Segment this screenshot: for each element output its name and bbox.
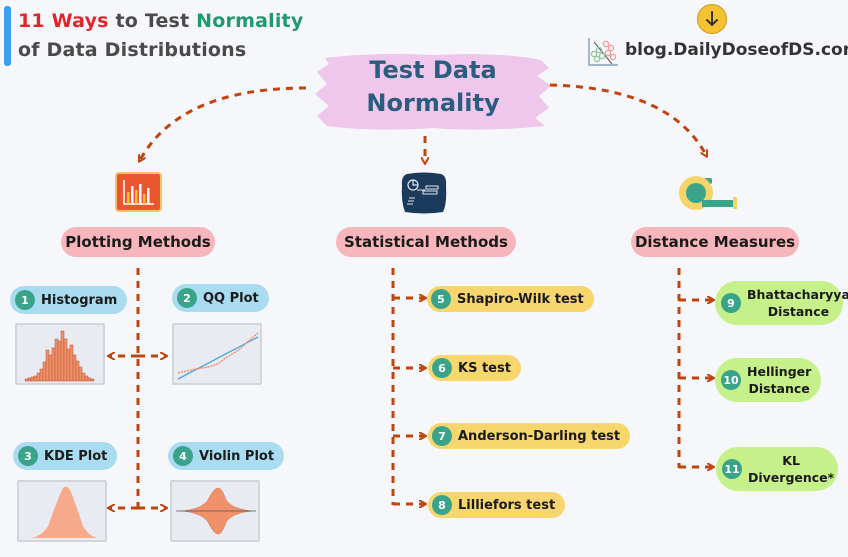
method-label-line1: Bhattacharyya: [747, 287, 848, 302]
method-label: Lilliefors test: [458, 497, 556, 513]
method-ks-test[interactable]: 6 KS test: [428, 355, 521, 381]
method-label-line2: Distance: [767, 304, 830, 319]
center-brush-blob: [315, 54, 551, 130]
category-statistical-methods[interactable]: Statistical Methods: [336, 227, 516, 257]
number-badge: 8: [432, 495, 452, 515]
title-mid: to Test: [108, 10, 197, 32]
page-title-line2: of Data Distributions: [18, 39, 247, 61]
title-accent-bar: [4, 6, 11, 66]
method-anderson-darling[interactable]: 7 Anderson-Darling test: [428, 423, 631, 449]
tape-measure-icon: [678, 175, 740, 211]
method-label: Violin Plot: [199, 448, 275, 464]
title-highlight: 11 Ways: [18, 10, 109, 32]
method-kde-plot[interactable]: 3 KDE Plot: [13, 442, 118, 470]
number-badge: 11: [722, 459, 742, 479]
method-label-line2: Distance: [748, 381, 810, 396]
method-shapiro-wilk[interactable]: 5 Shapiro-Wilk test: [427, 286, 594, 312]
brand-link[interactable]: blog.DailyDoseofDS.com: [625, 40, 848, 60]
number-badge: 3: [18, 446, 38, 466]
method-kl-divergence[interactable]: 11 KL Divergence*: [716, 447, 838, 491]
center-topic-line1: Test Data: [369, 56, 497, 84]
number-badge: 7: [432, 426, 452, 446]
number-badge: 1: [15, 290, 35, 310]
kde-plot-thumbnail: [17, 480, 107, 542]
method-lilliefors[interactable]: 8 Lilliefors test: [428, 492, 566, 518]
page-title-line1: 11 Ways to Test Normality: [18, 10, 303, 32]
violin-plot-thumbnail: [170, 480, 260, 542]
method-label: Histogram: [41, 292, 118, 308]
category-plotting-methods[interactable]: Plotting Methods: [61, 227, 215, 257]
histogram-thumbnail: [15, 323, 105, 385]
center-topic: Test Data Normality: [313, 54, 553, 120]
method-label: KDE Plot: [44, 448, 108, 464]
method-label-line1: KL: [782, 453, 800, 468]
bar-chart-icon: [115, 172, 162, 212]
category-distance-measures[interactable]: Distance Measures: [631, 227, 799, 257]
scatter-logo-icon: [586, 36, 620, 68]
number-badge: 5: [431, 289, 451, 309]
method-label-line2: Divergence*: [748, 470, 835, 485]
method-label: QQ Plot: [203, 290, 259, 306]
download-icon[interactable]: [697, 4, 727, 34]
method-label: Anderson-Darling test: [458, 428, 621, 444]
number-badge: 10: [721, 370, 741, 390]
method-qq-plot[interactable]: 2 QQ Plot: [172, 284, 269, 312]
method-label: Shapiro-Wilk test: [457, 291, 584, 307]
center-topic-line2: Normality: [366, 89, 500, 117]
qq-plot-thumbnail: [172, 323, 262, 385]
title-green-word: Normality: [196, 10, 304, 32]
number-badge: 9: [721, 293, 741, 313]
dashboard-icon: [401, 172, 447, 214]
number-badge: 6: [432, 358, 452, 378]
method-violin-plot[interactable]: 4 Violin Plot: [168, 442, 285, 470]
method-label-line1: Hellinger: [747, 364, 812, 379]
method-histogram[interactable]: 1 Histogram: [10, 286, 128, 314]
method-label: KS test: [458, 360, 511, 376]
number-badge: 2: [177, 288, 197, 308]
number-badge: 4: [173, 446, 193, 466]
